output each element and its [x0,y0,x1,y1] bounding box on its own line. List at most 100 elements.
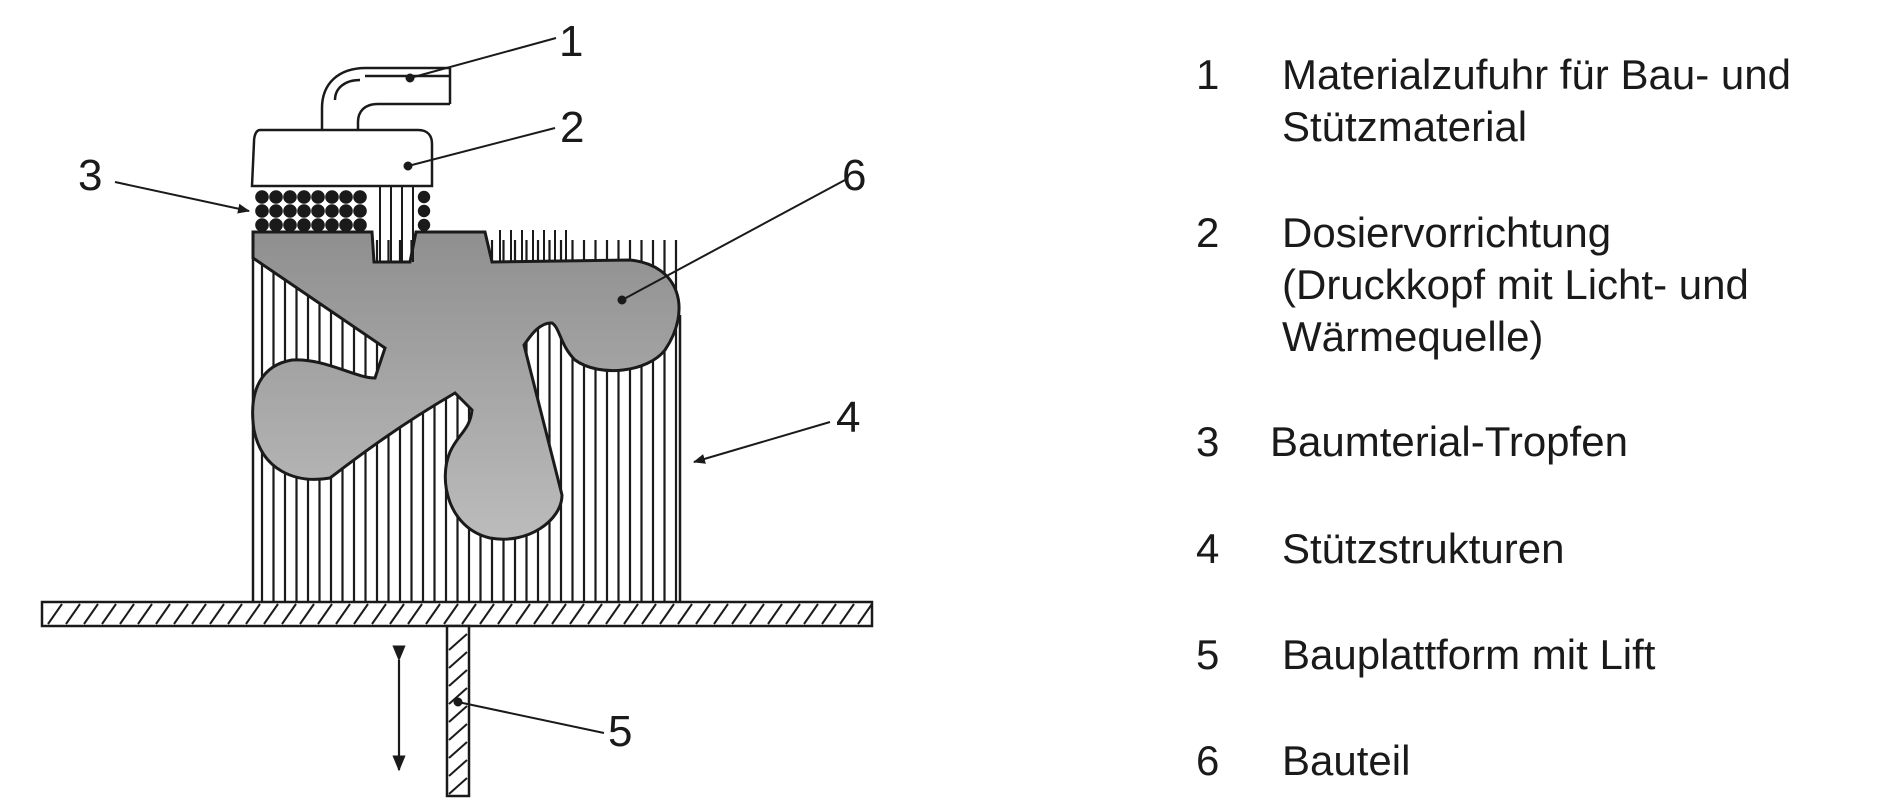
hatch-line [821,603,837,625]
hatch-line [749,603,765,625]
hatch-line [299,603,315,625]
support-material-streams [379,186,567,262]
legend-label-line: Baumterial-Tropfen [1270,418,1628,465]
hatch-line [448,723,468,741]
droplet [353,204,367,218]
droplet [297,204,311,218]
hatch-line [659,603,675,625]
hatch-line [155,603,171,625]
legend-item-2: 2 Dosiervorrichtung (Druckkopf mit Licht… [1196,209,1749,360]
hatch-line [641,603,657,625]
hatch-line [515,603,531,625]
print-head [250,128,434,188]
droplet [339,218,353,232]
hatch-line [389,603,405,625]
callout-1: 1 [559,17,583,66]
hatch-line [448,777,468,795]
callout-4: 4 [836,393,860,442]
part-component [251,230,681,541]
droplet [417,190,431,204]
droplet [255,204,269,218]
build-platform [40,600,874,628]
droplet [269,218,283,232]
hatch-line [443,603,459,625]
legend-label-line: Bauteil [1282,737,1410,784]
droplet [311,190,325,204]
legend-label-line: Dosiervorrichtung [1282,209,1611,256]
hatch-line [281,603,297,625]
legend-label-line: Wärmequelle) [1282,313,1543,360]
hatch-line [785,603,801,625]
hatch-line [263,603,279,625]
hatch-line [713,603,729,625]
hatch-line [448,651,468,669]
legend-item-6: 6 Bauteil [1196,737,1410,784]
legend-item-5: 5 Bauplattform mit Lift [1196,631,1656,678]
legend-number: 4 [1196,525,1219,572]
hatch-line [353,603,369,625]
droplet [311,218,325,232]
hatch-line [209,603,225,625]
droplet [325,204,339,218]
hatch-line [407,603,423,625]
hatch-line [448,759,468,777]
hatch-line [767,603,783,625]
droplet [297,190,311,204]
hatch-line [677,603,693,625]
hatch-line [569,603,585,625]
hatch-line [448,687,468,705]
callout-2: 2 [560,103,584,152]
callout-6: 6 [842,151,866,200]
droplet [311,204,325,218]
droplet [339,190,353,204]
hatch-line [605,603,621,625]
hatch-line [425,603,441,625]
droplet [297,218,311,232]
hatch-line [335,603,351,625]
legend-label-line: (Druckkopf mit Licht- und [1282,261,1749,308]
material-feed-pipe [320,66,452,130]
legend-number: 6 [1196,737,1219,784]
droplet [353,218,367,232]
material-droplets [255,190,431,232]
legend-item-1: 1 Materialzufuhr für Bau- und Stützmater… [1196,51,1791,150]
hatch-line [137,603,153,625]
droplet [353,190,367,204]
legend: 1 Materialzufuhr für Bau- und Stützmater… [1196,51,1791,784]
hatch-line [695,603,711,625]
lift-shaft [445,624,471,798]
hatch-line [448,633,468,651]
hatch-line [731,603,747,625]
hatch-line [533,603,549,625]
hatch-line [551,603,567,625]
legend-number: 3 [1196,418,1219,465]
droplet [325,218,339,232]
hatch-line [371,603,387,625]
hatch-line [119,603,135,625]
hatch-line [479,603,495,625]
hatch-line [191,603,207,625]
hatch-line [173,603,189,625]
hatch-line [83,603,99,625]
droplet [283,204,297,218]
hatch-line [448,669,468,687]
hatch-line [65,603,81,625]
hatch-line [461,603,477,625]
hatch-line [803,603,819,625]
legend-number: 2 [1196,209,1219,256]
droplet [283,218,297,232]
legend-label-line: Stützstrukturen [1282,525,1564,572]
callout-leaders [114,37,846,734]
hatch-line [448,741,468,759]
hatch-line [101,603,117,625]
droplet [255,190,269,204]
droplet [417,218,431,232]
droplet [325,190,339,204]
legend-item-3: 3 Baumterial-Tropfen [1196,418,1628,465]
hatch-line [623,603,639,625]
legend-item-4: 4 Stützstrukturen [1196,525,1564,572]
hatch-line [497,603,513,625]
legend-label-line: Materialzufuhr für Bau- und [1282,51,1791,98]
hatch-line [587,603,603,625]
